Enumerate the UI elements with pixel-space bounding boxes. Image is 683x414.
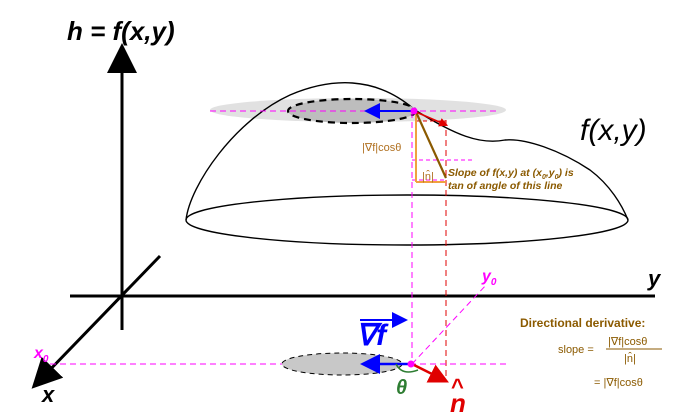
formula-result: = |∇f|cosθ	[594, 377, 643, 389]
lower-level-set	[281, 352, 449, 383]
x0-label: x0	[33, 345, 49, 365]
n-hat-label: n	[450, 388, 466, 414]
y0-label: y0	[481, 268, 497, 288]
n-hat-length-label: |n̂|	[422, 169, 434, 183]
directional-derivative-formula: Directional derivative: slope = |∇f|cosθ…	[520, 316, 662, 389]
formula-denominator: |n̂|	[624, 351, 636, 365]
n-hat-accent: ^	[451, 374, 464, 399]
vertical-axis-label: h = f(x,y)	[67, 16, 175, 46]
surface-outline	[185, 82, 629, 221]
surface	[185, 82, 629, 246]
n-hat-arrow	[411, 362, 449, 383]
theta-label: θ	[396, 377, 407, 399]
formula-lhs: slope =	[558, 344, 594, 356]
x-axis-label: x	[41, 382, 55, 407]
slope-triangle	[364, 103, 449, 183]
axes	[31, 43, 655, 389]
surface-label: f(x,y)	[580, 114, 647, 147]
surface-base-ellipse	[185, 194, 629, 246]
y0-guide	[411, 283, 488, 365]
y-axis-label: y	[647, 266, 662, 291]
slope-line	[414, 111, 448, 179]
gradient-label: ∇f	[356, 319, 389, 352]
theta-arc	[395, 363, 419, 373]
x-axis-line	[31, 254, 162, 389]
slope-note-line1: Slope of f(x,y) at (x0,y0) is	[448, 167, 574, 181]
formula-numerator: |∇f|cosθ	[608, 336, 647, 348]
x0y0-point	[407, 360, 415, 368]
formula-title: Directional derivative:	[520, 316, 645, 330]
slope-direction-short	[415, 111, 449, 127]
slope-note-line2: tan of angle of this line	[448, 180, 562, 192]
upper-point	[410, 107, 418, 115]
grad-cos-label: |∇f|cosθ	[362, 142, 401, 154]
